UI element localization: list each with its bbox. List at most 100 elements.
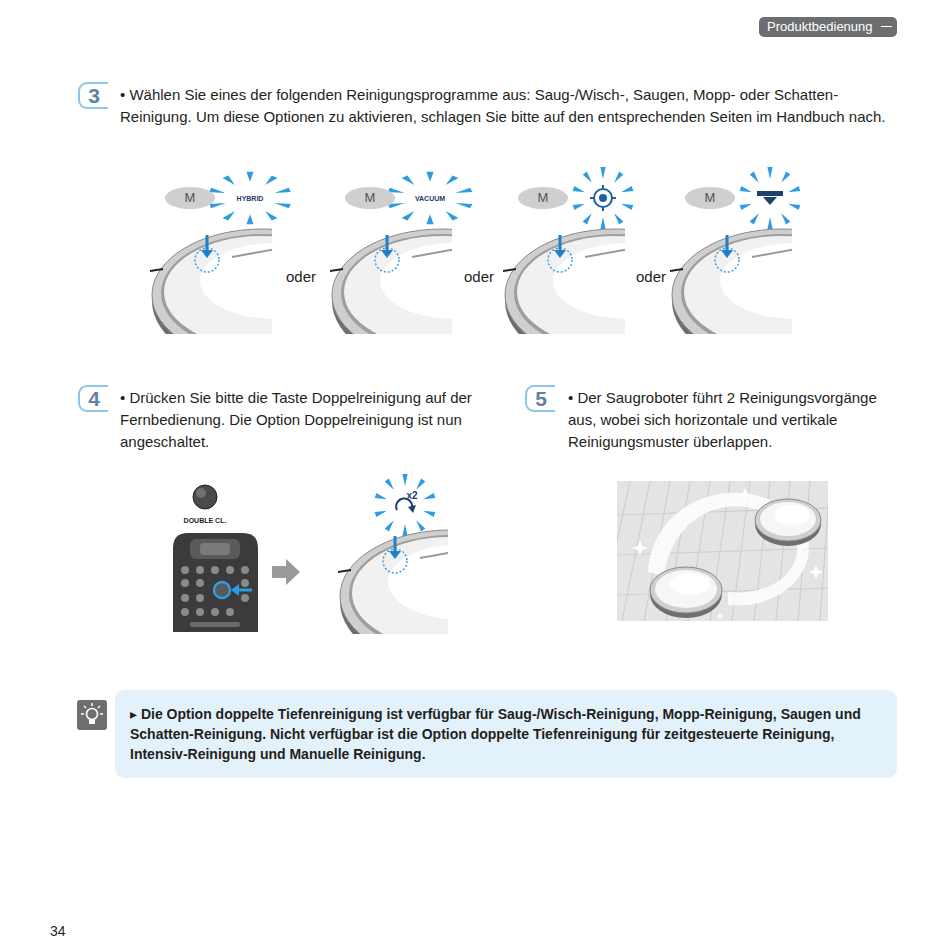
program-icon-spot bbox=[612, 197, 616, 199]
tip-icon bbox=[81, 713, 84, 715]
press-marker bbox=[383, 536, 407, 573]
remote-control bbox=[241, 566, 249, 574]
program-icon-spot bbox=[590, 197, 594, 199]
press-marker bbox=[375, 235, 399, 272]
section-tab: Produktbedienung bbox=[759, 17, 897, 37]
button-label: M bbox=[185, 191, 196, 205]
double-clean-icon bbox=[375, 474, 436, 536]
program-icon-spot bbox=[602, 185, 604, 189]
mode-button: M bbox=[685, 187, 735, 209]
step-number: 4 bbox=[88, 388, 100, 410]
or-word: oder bbox=[286, 267, 316, 286]
remote-control bbox=[181, 594, 189, 602]
program-icon-mop bbox=[763, 197, 777, 205]
tip-icon bbox=[98, 706, 100, 708]
remote-control bbox=[181, 608, 189, 616]
robot-vacuum bbox=[338, 530, 448, 634]
press-marker bbox=[195, 235, 739, 272]
remote-control bbox=[241, 594, 249, 602]
or-word: oder bbox=[464, 267, 494, 286]
tip-icon bbox=[77, 700, 107, 730]
step-text: • Wählen Sie eines der folgenden Reinigu… bbox=[120, 84, 895, 128]
robot-vacuum bbox=[670, 229, 792, 334]
program-icon-spot bbox=[594, 189, 612, 207]
remote-control bbox=[231, 584, 239, 596]
floor-scene bbox=[648, 493, 770, 576]
tip-box: ▸ Die Option doppelte Tiefenreinigung is… bbox=[115, 690, 897, 778]
remote-control bbox=[211, 566, 219, 574]
robot-vacuum bbox=[150, 229, 272, 334]
floor-scene bbox=[617, 588, 828, 595]
press-marker bbox=[548, 235, 572, 272]
remote-control bbox=[200, 543, 230, 555]
floor-scene bbox=[670, 573, 710, 595]
program-icon-spot bbox=[573, 167, 634, 229]
step-badge: 5 bbox=[525, 385, 555, 412]
program-icon-spot bbox=[602, 207, 604, 211]
program-icon-spot bbox=[599, 194, 607, 202]
remote-control bbox=[173, 533, 258, 632]
program-icon-hybrid bbox=[209, 172, 291, 225]
remote-control bbox=[190, 622, 240, 627]
floor-scene bbox=[632, 488, 823, 620]
program-icon-mop bbox=[740, 167, 801, 229]
mode-button: M bbox=[345, 187, 395, 209]
floor-scene bbox=[738, 488, 752, 502]
remote-control bbox=[196, 488, 206, 498]
remote-control bbox=[181, 579, 189, 587]
mode-icon-label: HYBRID bbox=[237, 194, 264, 203]
floor-scene bbox=[655, 570, 717, 608]
floor-scene bbox=[650, 567, 722, 613]
remote-control bbox=[181, 566, 189, 574]
floor-scene bbox=[755, 499, 821, 541]
robot-vacuum bbox=[670, 229, 792, 334]
double-clean-icon bbox=[408, 505, 416, 513]
step-arrow bbox=[272, 559, 300, 585]
robot-vacuum bbox=[338, 530, 448, 634]
floor-scene bbox=[622, 481, 650, 621]
floor-scene bbox=[617, 481, 630, 621]
section-title: Produktbedienung bbox=[767, 19, 873, 35]
remote-button-label: DOUBLE CL. bbox=[184, 516, 227, 525]
floor-scene bbox=[716, 612, 724, 620]
page-number: 34 bbox=[50, 922, 66, 940]
remote-control bbox=[211, 608, 219, 616]
mode-icon-label: VACUUM bbox=[415, 194, 445, 203]
step-number: 3 bbox=[88, 85, 100, 107]
step-number: 5 bbox=[535, 388, 547, 410]
robot-vacuum bbox=[503, 229, 625, 334]
robot-vacuum bbox=[503, 229, 625, 334]
program-icon-vacuum bbox=[388, 172, 473, 225]
tip-icon bbox=[77, 700, 107, 730]
floor-scene bbox=[617, 481, 828, 621]
tip-icon bbox=[87, 709, 98, 720]
floor-scene bbox=[820, 481, 828, 621]
remote-control bbox=[193, 485, 217, 509]
remote-control bbox=[196, 566, 204, 574]
double-clean-icon bbox=[375, 474, 436, 536]
tab-dash bbox=[881, 26, 892, 27]
floor-scene bbox=[632, 540, 648, 556]
step-badge: 4 bbox=[78, 385, 108, 412]
remote-control bbox=[214, 582, 230, 598]
program-icon-spot bbox=[573, 167, 634, 229]
robot-vacuum bbox=[330, 229, 452, 334]
tip-text: ▸ Die Option doppelte Tiefenreinigung is… bbox=[130, 704, 879, 764]
or-word: oder bbox=[636, 267, 666, 286]
robot-vacuum bbox=[330, 229, 452, 334]
remote-control bbox=[173, 485, 258, 632]
button-label: M bbox=[705, 191, 716, 205]
tip-icon bbox=[89, 720, 95, 724]
remote-control bbox=[196, 608, 204, 616]
remote-control bbox=[241, 579, 249, 587]
remote-control bbox=[196, 579, 204, 587]
step-text: • Drücken Sie bitte die Taste Doppelrein… bbox=[120, 387, 505, 453]
button-label: M bbox=[365, 191, 376, 205]
tip-icon bbox=[91, 703, 93, 706]
double-clean-label: x2 bbox=[406, 489, 417, 502]
floor-scene bbox=[728, 540, 809, 605]
remote-control bbox=[226, 608, 234, 616]
program-icon-vacuum bbox=[388, 172, 473, 225]
